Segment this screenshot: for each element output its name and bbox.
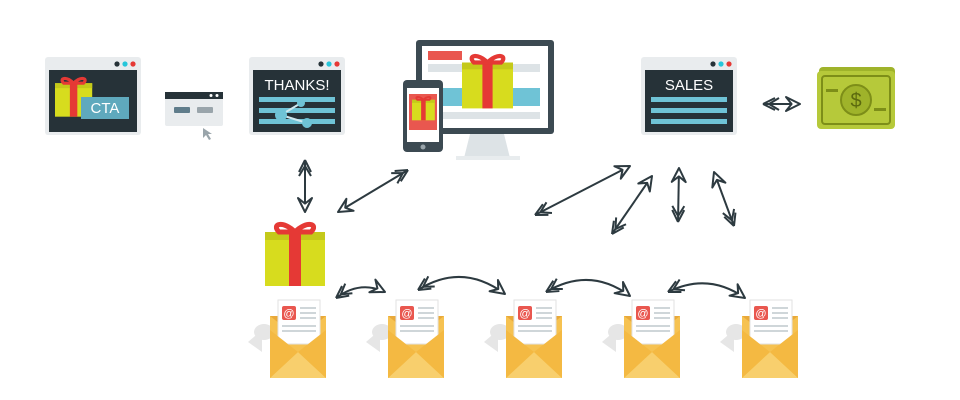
share-icon — [275, 99, 312, 128]
arrow-email-3-to-4 — [667, 278, 746, 299]
email-envelope-icon — [483, 299, 563, 379]
arrow-email-to-sales-4 — [711, 171, 737, 227]
sales-window: SALES — [641, 57, 737, 135]
desktop-mobile-gift-icon — [403, 40, 554, 160]
flow-arrows — [297, 96, 801, 299]
arrow-sales-to-money — [762, 96, 801, 112]
cta-label: CTA — [91, 100, 120, 117]
arrow-devices-to-gift — [337, 169, 409, 213]
gift-icon — [265, 224, 325, 286]
email-envelope-icon — [247, 299, 327, 379]
arrow-thanks-to-gift — [297, 159, 313, 213]
svg-text:$: $ — [850, 90, 861, 112]
email-envelope-icon — [719, 299, 799, 379]
thanks-label: THANKS! — [264, 77, 329, 94]
cta-window: CTA — [45, 57, 141, 135]
money-stack-icon: $ — [817, 67, 895, 129]
email-envelope-icon — [365, 299, 445, 379]
arrow-email-1-to-2 — [417, 275, 506, 295]
arrow-email-to-sales-2 — [611, 175, 653, 235]
arrow-gift-to-email-1 — [335, 278, 386, 299]
arrow-email-to-sales-3 — [670, 167, 687, 223]
arrow-email-to-sales-1 — [534, 165, 631, 216]
email-envelope-icon — [601, 299, 681, 379]
browser-form-icon — [165, 92, 223, 140]
arrow-email-2-to-3 — [545, 278, 631, 297]
sales-label: SALES — [665, 77, 713, 94]
thanks-window: THANKS! — [249, 57, 345, 135]
